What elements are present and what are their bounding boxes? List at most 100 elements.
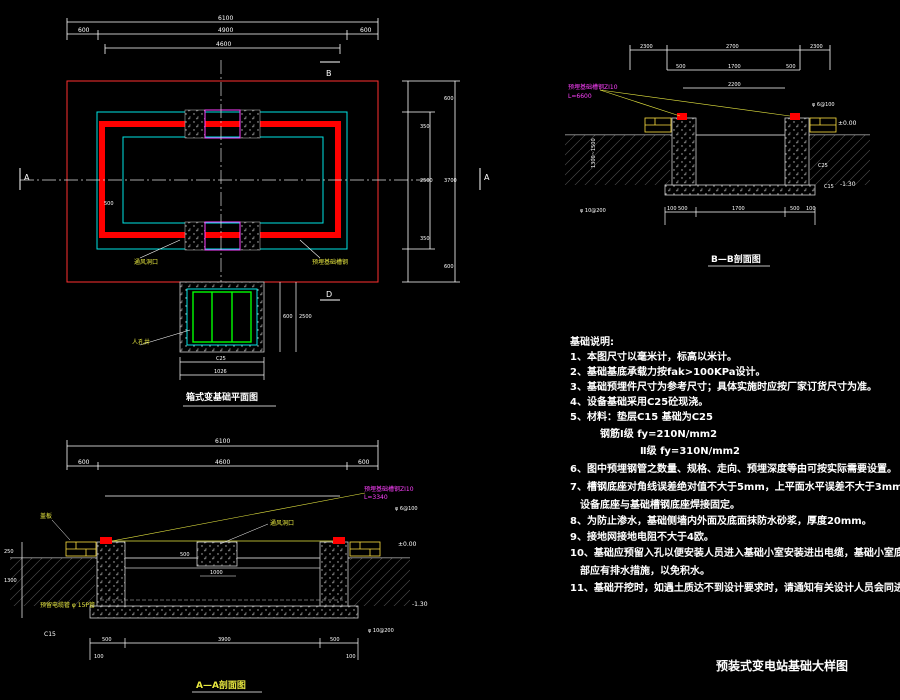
notes-heading: 基础说明: bbox=[569, 335, 614, 348]
bb-top-dim-3: 2300 bbox=[810, 44, 823, 50]
aa-label-rebar: φ 6@100 bbox=[395, 506, 418, 512]
bb-level-top: ±0.00 bbox=[838, 120, 857, 127]
note-item-7: Ⅱ级 fy=310N/mm2 bbox=[640, 444, 740, 457]
plan-title: 箱式变基础平面图 bbox=[186, 391, 258, 403]
bb-label-steel: 预埋基础槽钢ZI10 bbox=[568, 83, 618, 91]
bb-cap-bricks bbox=[644, 117, 837, 133]
note-item-15: 11、基础开挖时，如遇土质达不到设计要求时，请通知有关设计人员会同进行处理。 bbox=[570, 581, 900, 594]
plan-dim-left-offset: 600 bbox=[78, 27, 90, 34]
aa-opening-height: 500 bbox=[180, 552, 190, 558]
bb-inner-dim: 2200 bbox=[728, 82, 741, 88]
plan-right-dimensions bbox=[402, 80, 460, 283]
bb-bot-dim-2: 500 bbox=[678, 206, 688, 212]
section-bb: 2300 2700 2300 500 1700 500 2200 预埋基础槽钢Z… bbox=[565, 44, 870, 267]
aa-dim-inner: 4600 bbox=[215, 459, 230, 466]
plan-rdim-5: 350 bbox=[420, 236, 430, 242]
design-notes: 基础说明: 1、本图尺寸以毫米计，标高以米计。 2、基础基底承载力按fak>10… bbox=[569, 335, 900, 594]
pit-dim-w1: C25 bbox=[216, 356, 226, 362]
note-item-3: 3、基础预埋件尺寸为参考尺寸；具体实施时应按厂家订货尺寸为准。 bbox=[570, 380, 877, 393]
aa-left-height-1: 250 bbox=[4, 549, 14, 555]
bb-label-bar: φ 10@200 bbox=[580, 208, 606, 214]
bb-bot-dim-5: 100 bbox=[806, 206, 816, 212]
plan-vent-openings bbox=[184, 109, 261, 251]
bb-steel-right bbox=[790, 113, 800, 120]
note-item-9: 7、槽钢底座对角线误差绝对值不大于5mm，上平面水平误差不大于3mm， bbox=[570, 480, 900, 493]
bb-bot-dim-3: 1700 bbox=[732, 206, 745, 212]
note-item-6: 钢筋Ⅰ级 fy=210N/mm2 bbox=[600, 427, 717, 440]
bb-label-c15: C15 bbox=[824, 184, 834, 190]
section-label-d: D bbox=[326, 290, 332, 299]
plan-rdim-1: 600 bbox=[444, 96, 454, 102]
aa-dim-overall: 6100 bbox=[215, 438, 230, 445]
plan-label-vent: 通风洞口 bbox=[134, 258, 158, 266]
bb-sub-dim-3: 500 bbox=[786, 64, 796, 70]
bb-right-wall bbox=[784, 117, 810, 186]
bb-bot-dim-4: 500 bbox=[790, 206, 800, 212]
aa-left-wall bbox=[96, 541, 126, 607]
aa-bottom-dimensions bbox=[89, 638, 359, 660]
plan-label-manhole: 人孔井 bbox=[132, 338, 150, 346]
pit-dim-a: 600 bbox=[283, 314, 293, 320]
note-item-4: 4、设备基础采用C25砼现浇。 bbox=[570, 395, 708, 408]
plan-label-embed-steel: 预埋基础槽钢 bbox=[312, 258, 348, 266]
bb-label-steel-len: L=6600 bbox=[568, 93, 592, 100]
bb-label-c25: C25 bbox=[818, 163, 828, 169]
plan-rdim-4: 3700 bbox=[444, 178, 457, 184]
note-item-8: 6、图中预埋钢管之数量、规格、走向、预埋深度等由可按实际需要设置。 bbox=[570, 462, 897, 475]
aa-bottom-dim-1: 500 bbox=[102, 637, 112, 643]
bb-steel-left bbox=[677, 113, 687, 120]
plan-steel-channel bbox=[99, 121, 341, 238]
aa-top-dimensions bbox=[66, 440, 379, 497]
aa-label-cap: 盖板 bbox=[40, 512, 52, 520]
aa-dim-left: 600 bbox=[78, 459, 90, 466]
plan-dim-middle: 4900 bbox=[218, 27, 233, 34]
aa-bottom-dim-2: 3900 bbox=[218, 637, 231, 643]
aa-label-steel: 预埋基础槽钢ZI10 bbox=[364, 485, 414, 493]
bb-level-bottom: -1.30 bbox=[840, 181, 856, 188]
aa-base-slab bbox=[89, 605, 359, 619]
plan-dim-left: 500 bbox=[104, 201, 114, 207]
plan-outer-slab bbox=[66, 80, 379, 283]
bb-top-dimensions bbox=[629, 45, 831, 89]
note-item-10: 设备底座与基础槽钢底座焊接固定。 bbox=[580, 498, 740, 511]
bb-label-rebar: φ 6@100 bbox=[812, 102, 835, 108]
note-item-14: 部应有排水措施，以免积水。 bbox=[580, 564, 710, 577]
aa-edge-dim-1: 100 bbox=[94, 654, 104, 660]
note-item-13: 10、基础应预留入孔以便安装人员进入基础小室安装进出电缆，基础小室底 bbox=[570, 546, 900, 559]
plan-view: 6100 600 4900 600 4600 A A B D bbox=[19, 15, 490, 407]
aa-edge-dim-2: 100 bbox=[346, 654, 356, 660]
plan-rdim-3: 2500 bbox=[420, 178, 433, 184]
aa-level-top: ±0.00 bbox=[398, 541, 417, 548]
plan-rdim-6: 600 bbox=[444, 264, 454, 270]
bb-title: B—B剖面图 bbox=[711, 253, 761, 265]
aa-opening-width: 1000 bbox=[210, 570, 223, 576]
aa-bottom-dim-3: 500 bbox=[330, 637, 340, 643]
plan-top-dimensions bbox=[66, 18, 379, 54]
plan-dim-inner: 4600 bbox=[216, 41, 231, 48]
pit-dimensions bbox=[179, 282, 297, 380]
aa-steel-left bbox=[100, 537, 112, 544]
bb-top-dim-2: 2700 bbox=[726, 44, 739, 50]
aa-left-height-2: 1300 bbox=[4, 578, 17, 584]
aa-level-bottom: -1.30 bbox=[412, 601, 428, 608]
aa-right-wall bbox=[319, 541, 349, 607]
bb-label-height: 1300~1500 bbox=[591, 138, 597, 168]
aa-label-steel-len: L=3340 bbox=[364, 494, 388, 501]
bb-top-dim-1: 2300 bbox=[640, 44, 653, 50]
bb-sub-dim-1: 500 bbox=[676, 64, 686, 70]
aa-steel-right bbox=[333, 537, 345, 544]
bb-bottom-dimensions bbox=[664, 207, 816, 225]
section-label-a-left: A bbox=[24, 173, 30, 182]
bb-left-wall bbox=[671, 117, 697, 186]
section-label-b: B bbox=[326, 69, 332, 78]
note-item-5: 5、材料：垫层C15 基础为C25 bbox=[570, 410, 713, 423]
bb-base-slab bbox=[664, 184, 816, 196]
aa-title: A—A剖面图 bbox=[196, 679, 246, 691]
aa-cap-bricks bbox=[65, 541, 381, 557]
aa-label-bar: φ 10@200 bbox=[368, 628, 394, 634]
aa-label-vent: 通风洞口 bbox=[270, 519, 294, 527]
note-item-11: 8、为防止渗水，基础侧墙内外面及底面抹防水砂浆，厚度20mm。 bbox=[570, 514, 872, 527]
aa-label-conduit: 预留电缆管 φ 15P管 bbox=[40, 601, 95, 609]
note-item-12: 9、接地网接地电阻不大于4欧。 bbox=[570, 530, 714, 543]
plan-dim-overall: 6100 bbox=[218, 15, 233, 22]
